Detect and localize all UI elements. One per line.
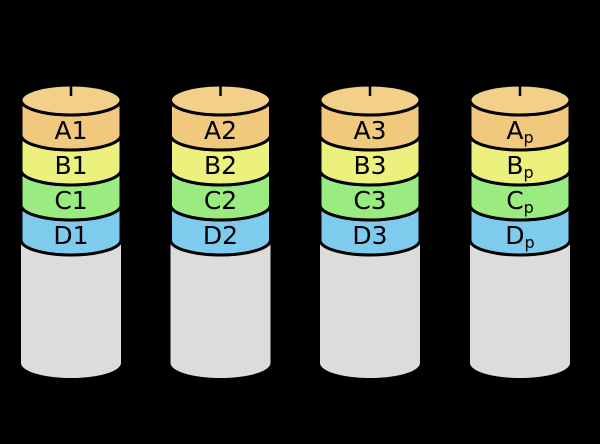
block-label-main: C1: [54, 186, 87, 215]
block-label-main: B2: [204, 151, 237, 180]
block-label-a2: A2: [204, 116, 237, 145]
block-label-main: A1: [54, 116, 87, 145]
disk-body: [320, 240, 420, 378]
block-label-sub: p: [523, 128, 533, 147]
block-label-main: C3: [353, 186, 386, 215]
block-label-b1: B1: [54, 151, 87, 180]
disk-body: [470, 240, 570, 378]
block-label-ap: Ap: [506, 116, 533, 147]
block-label-main: A3: [353, 116, 386, 145]
block-label-bp: Bp: [506, 151, 533, 182]
block-label-main: D3: [352, 221, 387, 250]
block-label-a3: A3: [353, 116, 386, 145]
block-label-main: A2: [204, 116, 237, 145]
block-label-c3: C3: [353, 186, 386, 215]
block-label-main: B: [506, 151, 523, 180]
block-label-sub: p: [524, 163, 534, 182]
block-label-cp: Cp: [506, 186, 534, 217]
block-label-b2: B2: [204, 151, 237, 180]
block-label-main: D: [505, 221, 524, 250]
block-label-sub: p: [525, 233, 535, 252]
block-label-c1: C1: [54, 186, 87, 215]
block-label-a1: A1: [54, 116, 87, 145]
block-label-main: B1: [54, 151, 87, 180]
disk-cylinder-parity: Ap Bp Cp Dp: [468, 79, 572, 378]
block-label-b3: B3: [353, 151, 386, 180]
block-label-d2: D2: [203, 221, 238, 250]
disk-cylinder-0: A1 B1 C1 D1: [19, 79, 123, 378]
block-label-main: D2: [203, 221, 238, 250]
disk-body: [170, 240, 271, 378]
block-label-main: C: [506, 186, 523, 215]
block-label-main: A: [506, 116, 523, 145]
block-label-main: B3: [353, 151, 386, 180]
block-label-sub: p: [524, 198, 534, 217]
block-label-dp: Dp: [505, 221, 534, 252]
disk-cylinder-2: A3 B3 C3 D3: [318, 79, 422, 378]
block-label-d1: D1: [53, 221, 88, 250]
disk-body: [21, 240, 121, 378]
block-label-main: C2: [204, 186, 237, 215]
block-label-d3: D3: [352, 221, 387, 250]
block-label-main: D1: [53, 221, 88, 250]
disk-cylinder-1: A2 B2 C2 D2: [169, 79, 272, 378]
block-label-c2: C2: [204, 186, 237, 215]
